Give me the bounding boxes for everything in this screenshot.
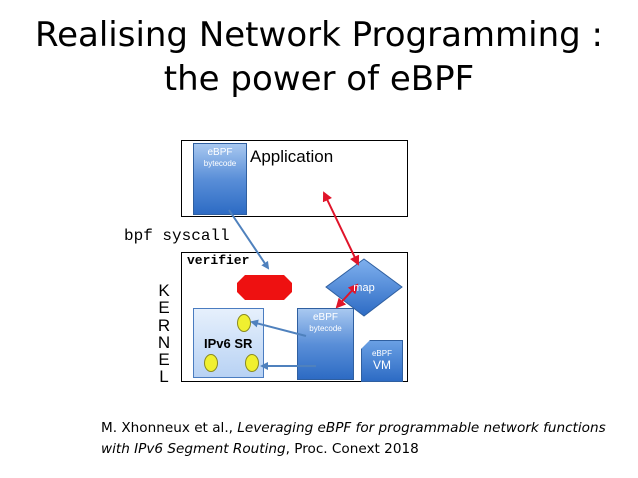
kernel-letter: E [158, 298, 170, 318]
application-label: Application [250, 147, 334, 166]
map-bytecode-arrow [335, 283, 359, 309]
kernel-to-ipv6-arrow [250, 319, 307, 337]
map-label: map [353, 282, 375, 294]
syscall-arrow [228, 209, 270, 270]
kernel-ebpf-bytecode-block: eBPF bytecode [297, 308, 354, 380]
citation: M. Xhonneux et al., Leveraging eBPF for … [101, 418, 606, 460]
kernel-ebpf-title: eBPF [312, 312, 338, 323]
app-ebpf-subtitle: bytecode [203, 159, 237, 168]
kernel-letter: L [159, 367, 169, 387]
citation-line-2: with IPv6 Segment Routing, Proc. Conext … [101, 439, 606, 460]
vm-title: eBPF [371, 349, 392, 358]
ipv6-sr-label: IPv6 SR [204, 336, 253, 351]
citation-venue: , Proc. Conext 2018 [285, 441, 419, 457]
citation-title-part-1: Leveraging eBPF for programmable network… [237, 420, 606, 436]
kernel-letter: N [157, 332, 171, 352]
yellow-dot [245, 354, 259, 372]
kernel-letter: R [157, 315, 171, 335]
kernel-letter: E [158, 350, 170, 370]
app-ebpf-bytecode-block: eBPF bytecode [193, 143, 247, 215]
kernel-vertical-label: K E R N E L [152, 282, 176, 386]
slide-title-line-2: the power of eBPF [163, 59, 475, 99]
citation-authors: M. Xhonneux et al., [101, 420, 238, 436]
ebpf-vm-block: eBPF VM [361, 340, 403, 382]
app-map-arrow [322, 191, 360, 266]
vm-subtitle: VM [373, 358, 391, 372]
app-ebpf-title: eBPF [207, 147, 233, 158]
citation-line-1: M. Xhonneux et al., Leveraging eBPF for … [101, 418, 606, 439]
yellow-dot [204, 354, 218, 372]
kernel-ebpf-subtitle: bytecode [309, 324, 342, 333]
bpf-syscall-label: bpf syscall [124, 227, 230, 245]
citation-title-part-2: with IPv6 Segment Routing [101, 441, 286, 457]
kernel-letter: K [158, 281, 170, 300]
verifier-label: verifier [187, 253, 250, 268]
verifier-shape [237, 275, 292, 300]
map-shape [325, 258, 403, 317]
slide-title-line-1: Realising Network Programming : [34, 15, 604, 55]
